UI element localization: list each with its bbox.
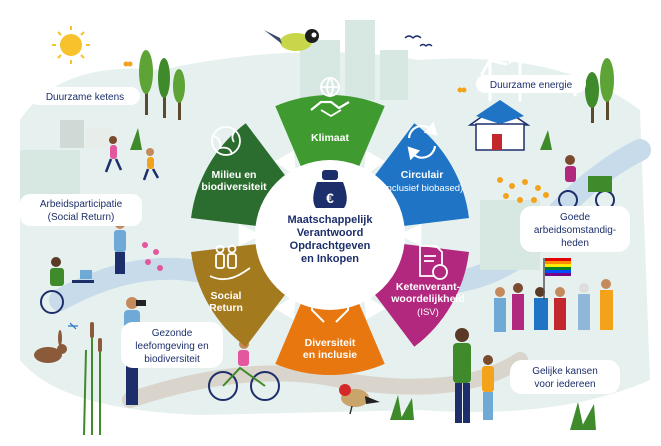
wheel [191, 95, 469, 375]
document-globe-icon [419, 245, 448, 280]
segment-circulair-label: Circulair [401, 169, 444, 181]
segment-circulair-sub: (Inclusief biobased) [381, 183, 463, 194]
segment-keten-label-2: woordelijkheid [390, 293, 465, 305]
segment-milieu-label-1: Milieu en [212, 169, 257, 181]
callout-text: Gezonde [152, 328, 193, 339]
segment-milieu-label-2: biodiversiteit [201, 181, 267, 193]
center-line-2: Verantwoord [297, 227, 364, 239]
callout-pill [30, 87, 140, 105]
callout-text: arbeidsomstandig- [534, 225, 616, 236]
segment-social [191, 243, 287, 347]
center-line-4: en Inkopen [301, 253, 359, 265]
money-bag-icon: € [313, 170, 347, 208]
callout-text: heden [561, 238, 589, 249]
callout-pill [520, 206, 630, 252]
greenhouse-icon [60, 120, 113, 148]
person-jogger-icon [142, 148, 160, 181]
center-line-1: Maatschappelijk [288, 214, 374, 226]
callout-pill [121, 322, 223, 368]
wheel-arrow [238, 223, 262, 247]
globe-leaf-icon [211, 126, 241, 156]
callout-pill [510, 360, 620, 394]
people-group-icon [494, 279, 613, 332]
callout-pill [476, 75, 586, 93]
wheel-arrow [364, 293, 386, 320]
recycle-arrows-icon [407, 121, 438, 161]
great-tit-bird-icon [264, 29, 319, 51]
flowers-yellow [497, 177, 549, 203]
handshake-globe-icon [310, 77, 350, 118]
segment-circulair [373, 123, 469, 227]
callout-gelijke-kansen: Gelijke kansen voor iedereen [510, 360, 620, 394]
flowers-pink [142, 242, 163, 271]
callout-arbeidsparticipatie: Arbeidsparticipatie (Social Return) [20, 194, 142, 226]
callout-text: Duurzame energie [490, 80, 573, 91]
callout-text: voor iedereen [534, 379, 595, 390]
callout-text: (Social Return) [48, 212, 115, 223]
segment-klimaat-label: Klimaat [311, 132, 349, 144]
sun-rays [52, 26, 90, 64]
sun-icon [60, 34, 82, 56]
euro-symbol: € [326, 190, 334, 206]
segment-keten-sub: (ISV) [417, 307, 439, 318]
hare-icon [34, 330, 67, 363]
segment-social-label-1: Social [211, 290, 242, 302]
segment-keten-label-1: Ketenverant- [396, 281, 461, 293]
segment-diversiteit-label-2: en inclusie [303, 349, 357, 361]
footpath [122, 352, 528, 408]
people-hand-icon [209, 244, 251, 281]
callout-duurzame-ketens: Duurzame ketens [30, 87, 140, 105]
segment-social-label-2: Return [209, 302, 243, 314]
callout-text: Gelijke kansen [532, 366, 598, 377]
house-solar-icon [467, 100, 531, 151]
grass-tufts [130, 128, 596, 430]
dragonfly-icon [68, 322, 78, 330]
rainbow-flag-icon [543, 258, 571, 300]
segment-diversiteit-label-1: Diversiteit [305, 337, 356, 349]
callout-text: leefomgeving en [135, 341, 208, 352]
callouts: Duurzame ketens Arbeidsparticipatie (Soc… [20, 75, 630, 394]
butterfly-icon [123, 61, 467, 93]
segment-milieu [191, 123, 287, 227]
callout-duurzame-energie: Duurzame energie [476, 75, 586, 93]
goldfinch-bird-icon [339, 384, 380, 415]
heart-hands-icon [311, 287, 349, 323]
callout-goede-arbeidsomstandigheden: Goede arbeidsomstandig- heden [520, 206, 630, 252]
callout-text: Arbeidsparticipatie [40, 199, 123, 210]
birds-flying-icon [404, 35, 433, 47]
callout-gezonde-leefomgeving: Gezonde leefomgeving en biodiversiteit [121, 322, 223, 368]
segment-klimaat [275, 95, 385, 169]
reed-heads [90, 322, 102, 352]
trees-left [139, 50, 185, 120]
person-wheelchair-icon [40, 257, 94, 314]
person-backpack-icon [453, 328, 494, 423]
wheel-arrow [274, 150, 296, 177]
center-disk [255, 160, 405, 310]
callout-text: biodiversiteit [144, 354, 200, 365]
wheel-arrow [398, 223, 422, 247]
callout-text: Goede [560, 212, 590, 223]
center-line-3: Opdrachtgeven [290, 240, 371, 252]
reeds-icon [83, 330, 101, 436]
person-runner-icon [104, 136, 123, 173]
callout-pill [20, 194, 142, 226]
wheel-arrow [364, 150, 386, 177]
trees-right [585, 58, 614, 123]
wheel-arrow [274, 293, 296, 320]
segment-diversiteit [275, 301, 385, 375]
callout-text: Duurzame ketens [46, 92, 124, 103]
